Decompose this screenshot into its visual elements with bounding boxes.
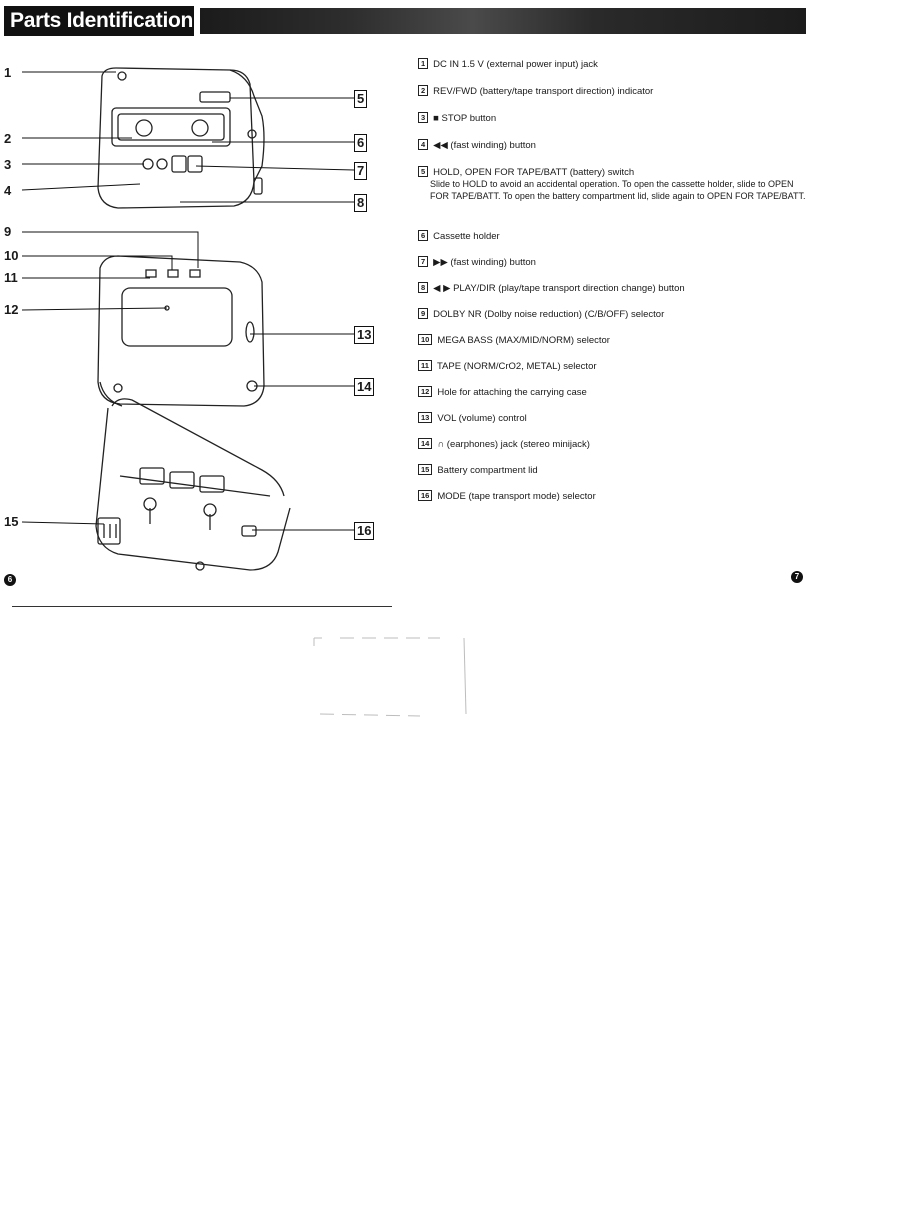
cassette-player-drawing <box>21 67 355 571</box>
player-side-view <box>97 255 265 407</box>
callout-10: 10 <box>4 248 19 263</box>
callout-16: 16 <box>354 522 375 540</box>
callout-14: 14 <box>354 378 375 396</box>
page-title: Parts Identification <box>4 6 194 36</box>
page-number-left: 6 <box>4 574 16 586</box>
leader-lines <box>21 71 355 531</box>
callout-1: 1 <box>4 65 12 80</box>
callout-12: 12 <box>4 302 19 317</box>
page-number-right: 7 <box>791 571 803 583</box>
callout-3: 3 <box>4 157 12 172</box>
empty-frame <box>313 637 467 717</box>
callout-15: 15 <box>4 514 19 529</box>
callout-6: 6 <box>354 134 368 152</box>
callout-5: 5 <box>354 90 368 108</box>
section-divider <box>12 606 392 607</box>
callout-11: 11 <box>4 270 18 285</box>
part-item-14: 14∩ (earphones) jack (stereo minijack) <box>418 438 590 451</box>
device-illustration: 1 2 3 4 5 6 7 8 9 10 11 12 13 14 15 16 <box>0 56 390 596</box>
part-item-8: 8◀ ▶ PLAY/DIR (play/tape transport direc… <box>418 282 685 295</box>
part-item-4: 4◀◀ (fast winding) button <box>418 139 536 152</box>
callout-2: 2 <box>4 131 12 146</box>
callout-7: 7 <box>354 162 368 180</box>
header-bar <box>200 8 806 34</box>
part-item-7: 7▶▶ (fast winding) button <box>418 256 536 269</box>
callout-9: 9 <box>4 224 12 239</box>
page-header: Parts Identification <box>0 6 806 36</box>
callout-8: 8 <box>354 194 368 212</box>
player-open-view <box>95 398 291 571</box>
callout-13: 13 <box>354 326 375 344</box>
part-5-description: Slide to HOLD to avoid an accidental ope… <box>430 179 806 201</box>
part-item-3: 3■ STOP button <box>418 112 496 125</box>
callout-4: 4 <box>4 183 12 198</box>
player-top-view <box>97 67 265 209</box>
